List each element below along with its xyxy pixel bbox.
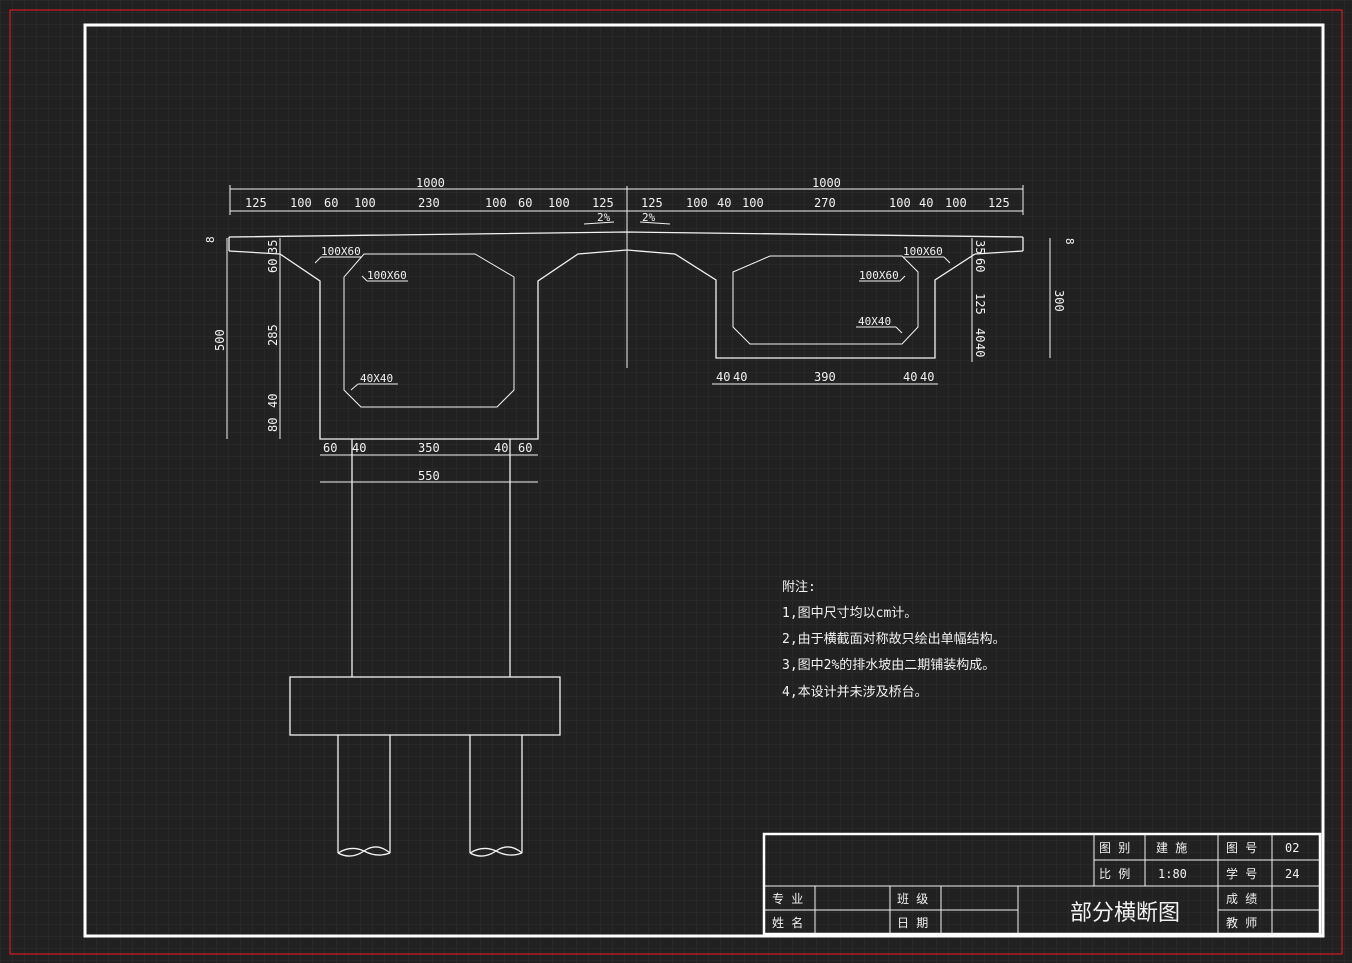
dim-top-total-right: 1000 [812,176,841,190]
tb-label-drawing-type: 图 别 [1099,841,1130,855]
svg-text:40: 40 [352,441,366,455]
dimension-lines [226,185,1051,483]
svg-text:350: 350 [418,441,440,455]
slope-left: 2% [597,211,611,224]
right-box-girder [626,249,976,359]
dim-left-80: 80 [266,418,280,432]
drawing-frame [83,23,1325,938]
svg-text:60: 60 [323,441,337,455]
svg-text:100: 100 [889,196,911,210]
svg-text:100X60: 100X60 [367,269,407,282]
sheet-red-border [9,9,1343,955]
svg-text:230: 230 [418,196,440,210]
svg-text:60: 60 [324,196,338,210]
svg-text:40: 40 [733,370,747,384]
note-item-1: 1,图中尺寸均以cm计。 [782,606,917,621]
svg-text:125: 125 [641,196,663,210]
tb-label-date: 日 期 [897,916,928,930]
tb-value-student-no: 24 [1285,867,1299,881]
svg-text:40: 40 [717,196,731,210]
svg-text:40: 40 [494,441,508,455]
svg-text:100: 100 [548,196,570,210]
svg-text:100X60: 100X60 [321,245,361,258]
svg-text:125: 125 [988,196,1010,210]
svg-text:100: 100 [686,196,708,210]
notes: 附注: 1,图中尺寸均以cm计。 2,由于横截面对称故只绘出单幅结构。 3,图中… [782,580,1006,700]
tb-label-major: 专 业 [772,891,803,906]
dim-left-285: 285 [266,324,280,346]
svg-text:60: 60 [518,441,532,455]
dim-right-35: 35 [973,240,987,254]
svg-text:125: 125 [592,196,614,210]
svg-text:40: 40 [903,370,917,384]
svg-text:270: 270 [814,196,836,210]
dim-right-bottom: 40 40 390 40 40 [716,370,934,384]
note-item-2: 2,由于横截面对称故只绘出单幅结构。 [782,632,1006,647]
dim-left-total-550: 550 [418,469,440,483]
tb-value-drawing-type: 建 施 [1156,841,1187,855]
chamfer-labels: 100X60 100X60 40X40 100X60 100X60 40X40 [314,245,951,391]
dim-left-60: 60 [266,259,280,273]
dim-top-total-left: 1000 [416,176,445,190]
svg-text:60: 60 [518,196,532,210]
left-box-girder [279,249,628,440]
note-item-4: 4,本设计并未涉及桥台。 [782,685,928,700]
svg-text:100: 100 [290,196,312,210]
svg-text:40: 40 [716,370,730,384]
tb-label-teacher: 教 师 [1226,915,1257,930]
slope-right: 2% [642,211,656,224]
dim-top-row: 125 100 60 100 230 100 60 100 125 125 10… [245,196,1010,210]
svg-text:125: 125 [245,196,267,210]
tb-label-student-no: 学 号 [1226,866,1257,881]
note-item-3: 3,图中2%的排水坡由二期铺装构成。 [782,657,995,673]
dim-right-60: 60 [973,258,987,272]
tb-label-grade: 成 绩 [1226,892,1257,906]
dim-right-125: 125 [973,293,987,315]
tb-value-drawing-no: 02 [1285,841,1299,855]
svg-text:100: 100 [742,196,764,210]
pier [289,439,561,857]
svg-text:100: 100 [354,196,376,210]
dim-left-bottom: 60 40 350 40 60 [323,441,532,455]
svg-text:100: 100 [945,196,967,210]
notes-heading: 附注: [782,580,816,595]
dim-left-35: 35 [266,240,280,254]
svg-text:40X40: 40X40 [858,315,891,328]
tb-value-scale: 1:80 [1158,867,1187,881]
dim-left-40: 40 [266,394,280,408]
dim-right-40a: 40 [973,328,987,342]
deck-thickness-left: 8 [204,236,217,243]
svg-text:40: 40 [919,196,933,210]
tb-label-class: 班 级 [897,892,928,906]
dim-left-500: 500 [213,329,227,351]
svg-text:100X60: 100X60 [903,245,943,258]
svg-text:100X60: 100X60 [859,269,899,282]
tb-label-scale: 比 例 [1099,867,1130,881]
svg-text:100: 100 [485,196,507,210]
dim-right-40b: 40 [973,343,987,357]
svg-text:390: 390 [814,370,836,384]
deck-thickness-right: 8 [1063,238,1076,245]
svg-text:40: 40 [920,370,934,384]
dim-right-300: 300 [1052,290,1066,312]
title-block: 图 别 建 施 图 号 02 比 例 1:80 学 号 24 专 业 班 级 成… [762,832,1322,936]
drawing-title: 部分横断图 [1070,901,1180,926]
tb-label-drawing-no: 图 号 [1226,841,1257,855]
svg-text:40X40: 40X40 [360,372,393,385]
tb-label-name: 姓 名 [772,915,803,930]
